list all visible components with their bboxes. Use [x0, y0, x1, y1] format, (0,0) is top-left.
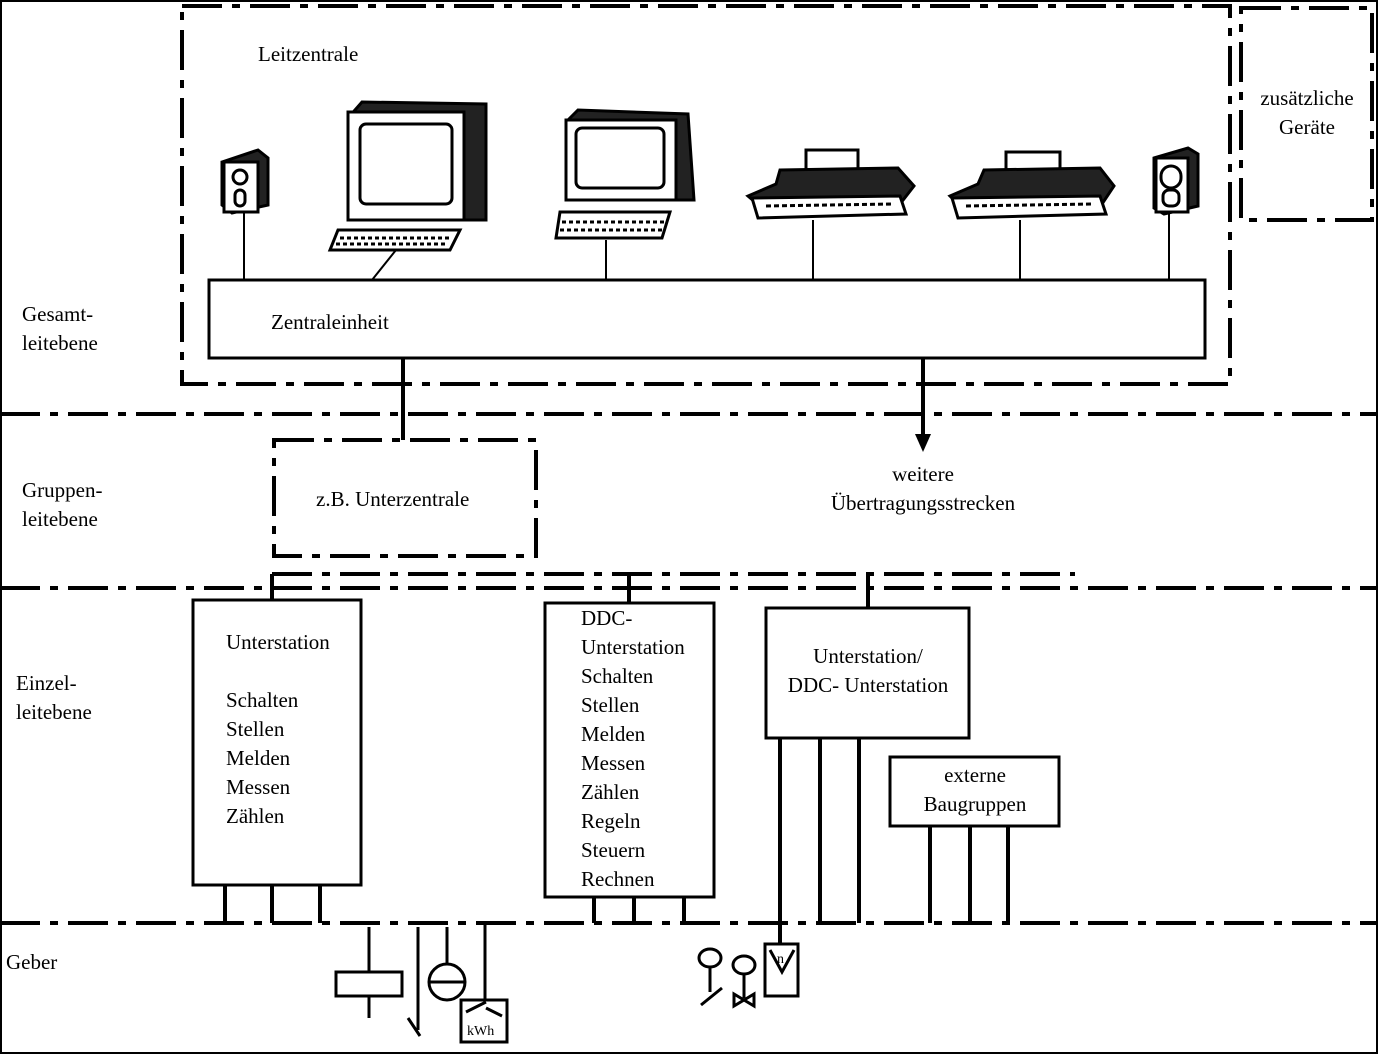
station-drops: [270, 574, 870, 608]
level-einzel: Einzel-leitebene: [16, 671, 92, 724]
unterstation-ddc-box: [764, 606, 971, 740]
unterstation-title: Unterstation: [226, 630, 330, 654]
kwh-meter-icon: [459, 998, 509, 1044]
counter-icon: [763, 942, 800, 998]
unterstation-functions: Schalten Stellen Melden Messen Zählen: [226, 688, 299, 828]
sensor-icon: [697, 947, 723, 969]
zentraleinheit-label: Zentraleinheit: [271, 310, 389, 334]
speaker-icon: [1152, 146, 1200, 216]
level-geber: Geber: [6, 950, 58, 974]
leitzentrale-frame: [180, 4, 1232, 386]
arrowhead-weitere: [915, 434, 931, 452]
speaker-icon: [220, 148, 270, 215]
leitzentrale-title: Leitzentrale: [258, 42, 359, 66]
monitor-icon: [327, 100, 488, 252]
counter-label: n: [777, 952, 784, 967]
level-separators: [0, 412, 1378, 925]
terminal-icon: [554, 108, 696, 240]
zentraleinheit-box: [207, 278, 1207, 360]
station-legs: [223, 738, 1010, 944]
level-gruppen: Gruppen-leitebene: [22, 478, 103, 531]
kwh-label: kWh: [467, 1024, 494, 1039]
valve-icon: [732, 991, 756, 1009]
relay-icon: [334, 970, 404, 998]
unterstation-ddc-label: Unterstation/DDC- Unterstation: [787, 644, 949, 697]
unterstation-box: [191, 598, 363, 887]
unterzentrale-label: z.B. Unterzentrale: [316, 487, 470, 511]
switch-icon: [406, 1017, 422, 1037]
printer-icon: [947, 150, 1116, 220]
sensor-icon: [731, 954, 757, 976]
ddc-unterstation-box: [543, 601, 716, 899]
unterzentrale-frame: [272, 438, 538, 558]
externe-baugruppen-box: [888, 755, 1061, 828]
geber-symbols: [334, 922, 800, 1044]
level-gesamt: Gesamt-leitebene: [22, 302, 98, 355]
device-connectors: [243, 212, 1170, 281]
printer-icon: [745, 148, 916, 220]
ddc-unterstation-text: DDC- Unterstation Schalten Stellen Melde…: [581, 606, 685, 891]
zusaetzliche-geraete-frame: [1239, 6, 1374, 222]
